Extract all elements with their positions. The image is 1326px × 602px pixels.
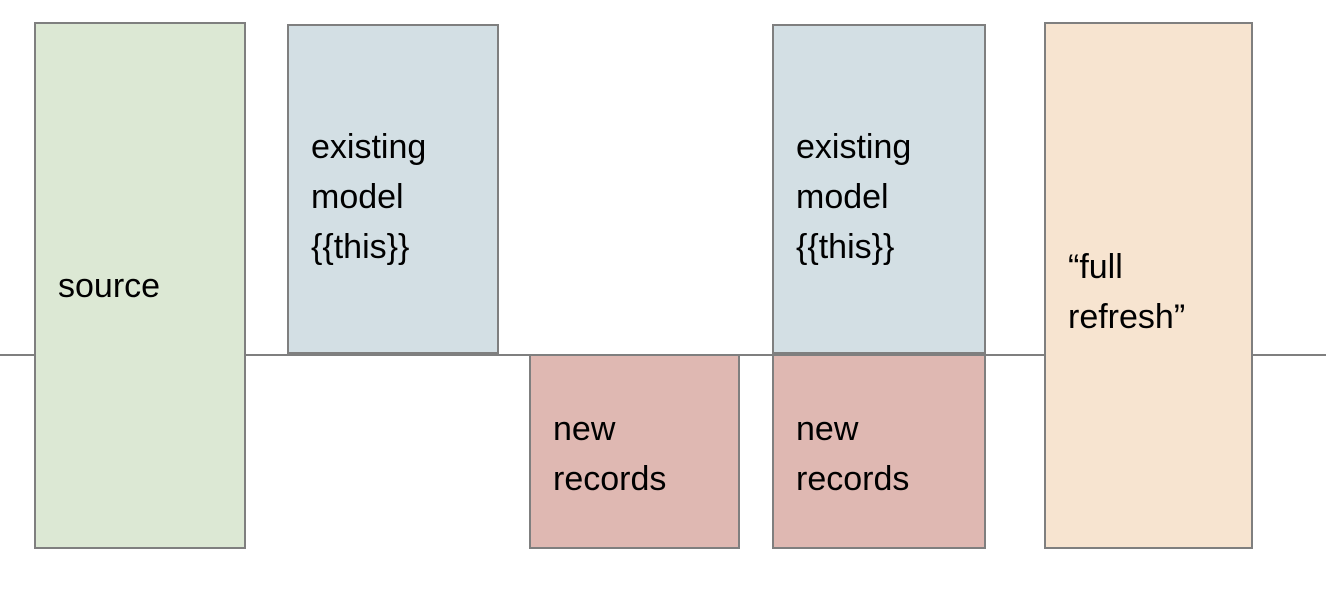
box-new-records-2[interactable]: new records xyxy=(772,354,986,549)
box-source[interactable]: source xyxy=(34,22,246,549)
box-new-records-1-label: new records xyxy=(553,410,667,498)
box-new-records-2-label: new records xyxy=(796,410,910,498)
box-full-refresh-label: “full refresh” xyxy=(1068,248,1186,336)
box-existing-model-1-label: existing model {{this}} xyxy=(311,128,427,266)
box-existing-model-2[interactable]: existing model {{this}} xyxy=(772,24,986,354)
box-full-refresh[interactable]: “full refresh” xyxy=(1044,22,1253,549)
box-source-label: source xyxy=(58,266,161,305)
box-existing-model-2-label: existing model {{this}} xyxy=(796,128,912,266)
box-existing-model-1[interactable]: existing model {{this}} xyxy=(287,24,499,354)
box-new-records-1[interactable]: new records xyxy=(529,354,740,549)
